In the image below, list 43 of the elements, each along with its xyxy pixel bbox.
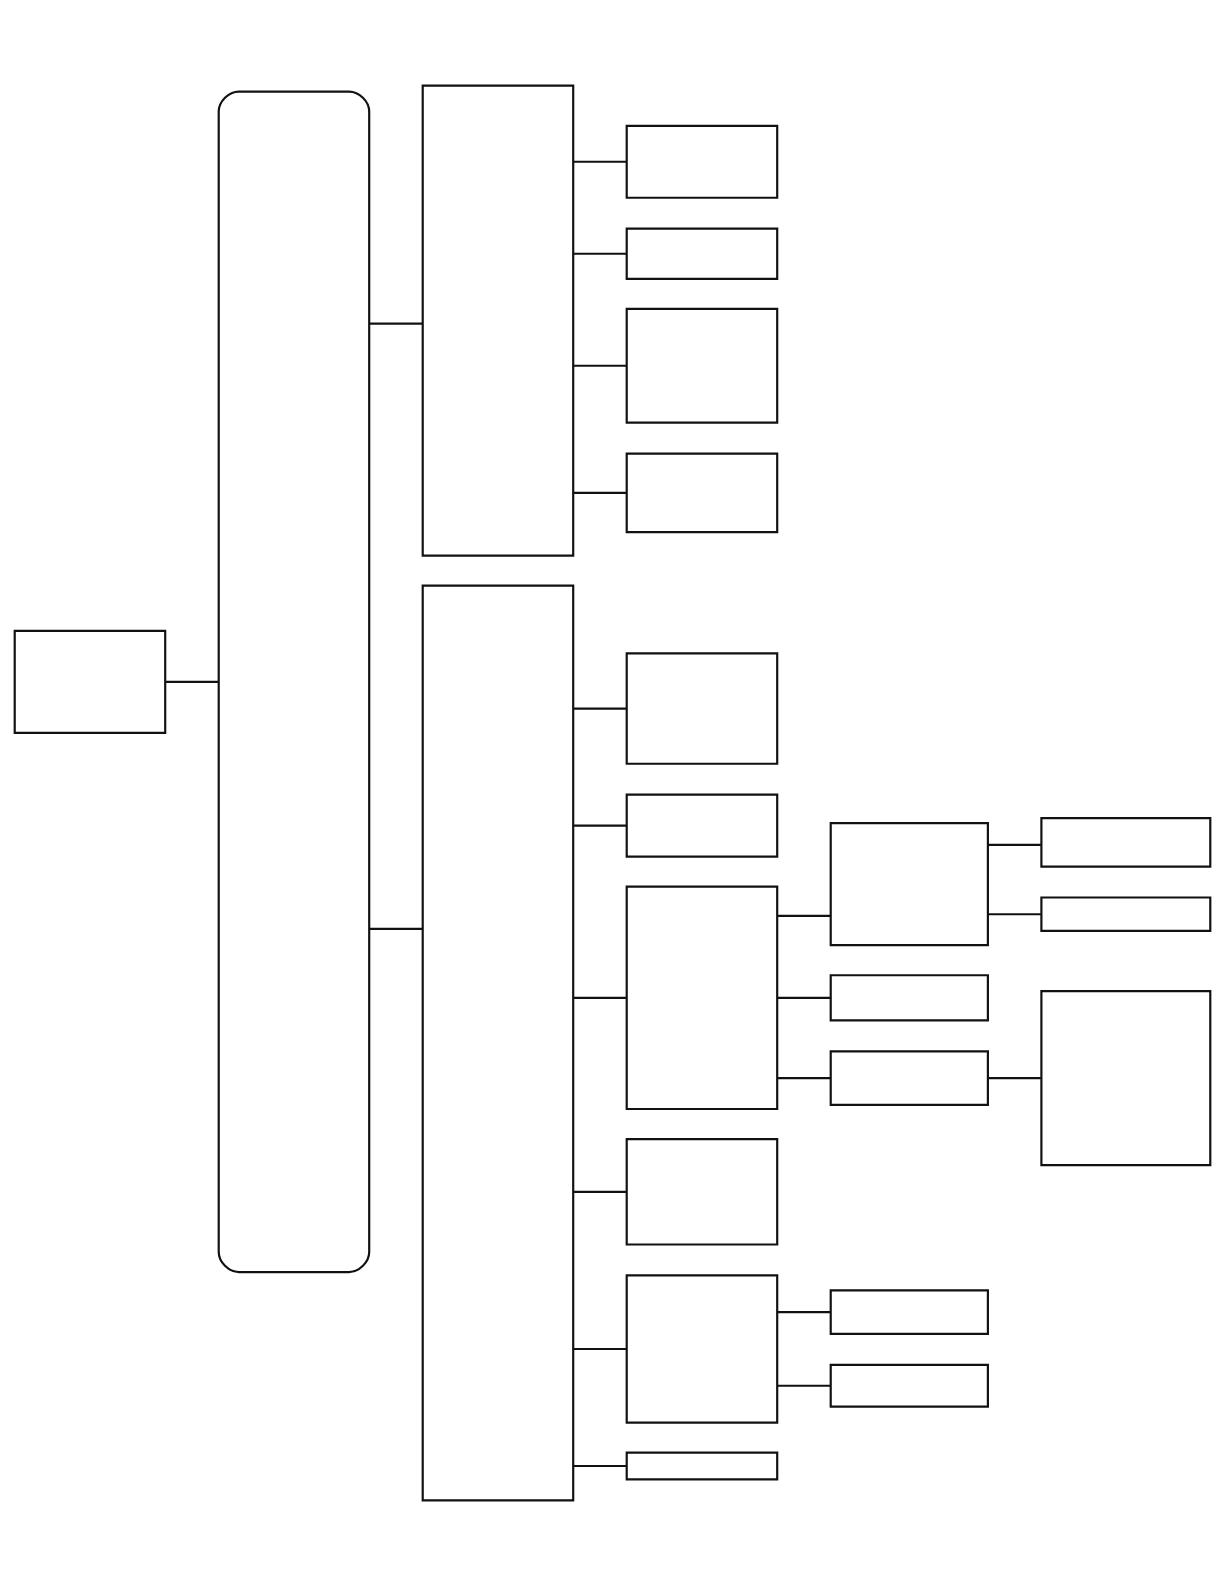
node-box	[829, 1363, 989, 1408]
connector	[988, 1076, 1041, 1079]
connector	[777, 996, 831, 999]
connector	[573, 996, 627, 999]
connector	[988, 912, 1041, 915]
node-box	[625, 124, 779, 199]
node-box	[625, 1137, 779, 1246]
connector	[573, 364, 627, 367]
node-box	[829, 973, 989, 1021]
node-box	[1040, 895, 1212, 932]
node-box	[1040, 989, 1212, 1166]
connector	[573, 1464, 627, 1467]
node-box	[625, 885, 779, 1110]
connector	[573, 1190, 627, 1193]
connector	[988, 843, 1041, 846]
connector	[369, 321, 423, 325]
node-box	[625, 651, 779, 765]
connector	[573, 824, 627, 827]
connector	[165, 680, 219, 683]
connector	[777, 1076, 831, 1079]
node-box	[829, 821, 989, 946]
node-box	[13, 629, 167, 734]
node-box	[625, 1273, 779, 1424]
connector	[777, 914, 831, 917]
connector	[369, 927, 423, 930]
node-bar	[217, 89, 371, 1273]
node-box	[625, 307, 779, 424]
node-box	[1040, 816, 1212, 868]
node-box	[421, 584, 575, 1501]
connector	[573, 706, 627, 710]
connector	[777, 1384, 831, 1387]
node-box	[829, 1049, 989, 1106]
node-box	[829, 1288, 989, 1335]
node-box	[625, 451, 779, 533]
node-box	[625, 1451, 779, 1480]
connector	[573, 160, 627, 163]
node-box	[421, 84, 575, 557]
connector	[573, 252, 627, 255]
node-box	[625, 227, 779, 280]
connector	[777, 1310, 831, 1313]
connector	[573, 491, 627, 494]
connector	[573, 1347, 627, 1350]
node-box	[625, 793, 779, 858]
